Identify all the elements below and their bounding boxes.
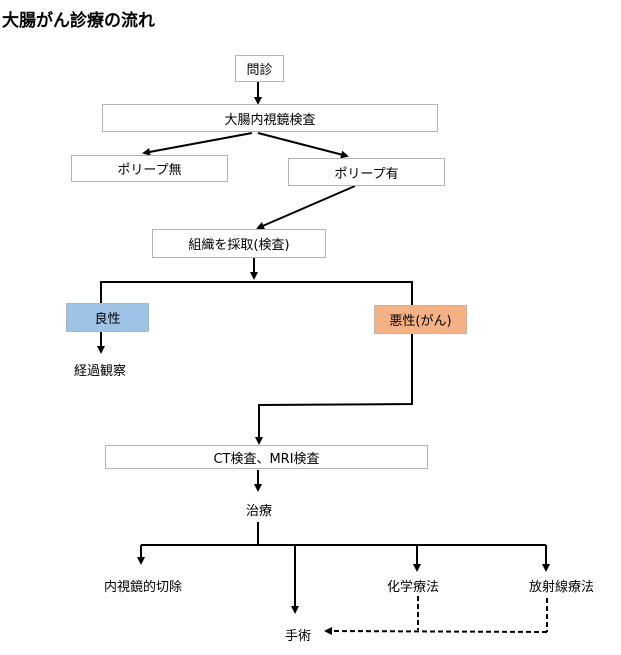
arrow-to-polyp [257, 132, 349, 159]
node-treatment: 治療 [246, 504, 273, 519]
node-malignant: 悪性(がん) [374, 305, 467, 334]
node-interview: 問診 [235, 55, 284, 82]
node-colonoscopy: 大腸内視鏡検査 [102, 104, 438, 132]
arrow-malignant-to-imaging [255, 333, 413, 445]
node-chemotherapy: 化学療法 [387, 580, 440, 595]
node-observation: 経過観察 [74, 364, 127, 379]
node-no-polyp: ポリープ無 [71, 155, 228, 182]
dashed-to-surgery [324, 627, 548, 636]
arrow-polyp-to-biopsy [256, 185, 356, 230]
node-radiotherapy: 放射線療法 [529, 580, 595, 595]
node-surgery: 手術 [285, 629, 312, 644]
node-polyp: ポリープ有 [288, 158, 445, 186]
page-title: 大腸がん診療の流れ [2, 11, 155, 31]
branch-benign-malignant [100, 281, 413, 305]
node-benign: 良性 [66, 303, 149, 332]
arrow-to-no-polyp [142, 132, 253, 156]
node-endoscopic-resection: 内視鏡的切除 [104, 580, 183, 595]
node-imaging: CT検査、MRI検査 [105, 445, 428, 469]
node-biopsy: 組織を採取(検査) [152, 229, 326, 258]
